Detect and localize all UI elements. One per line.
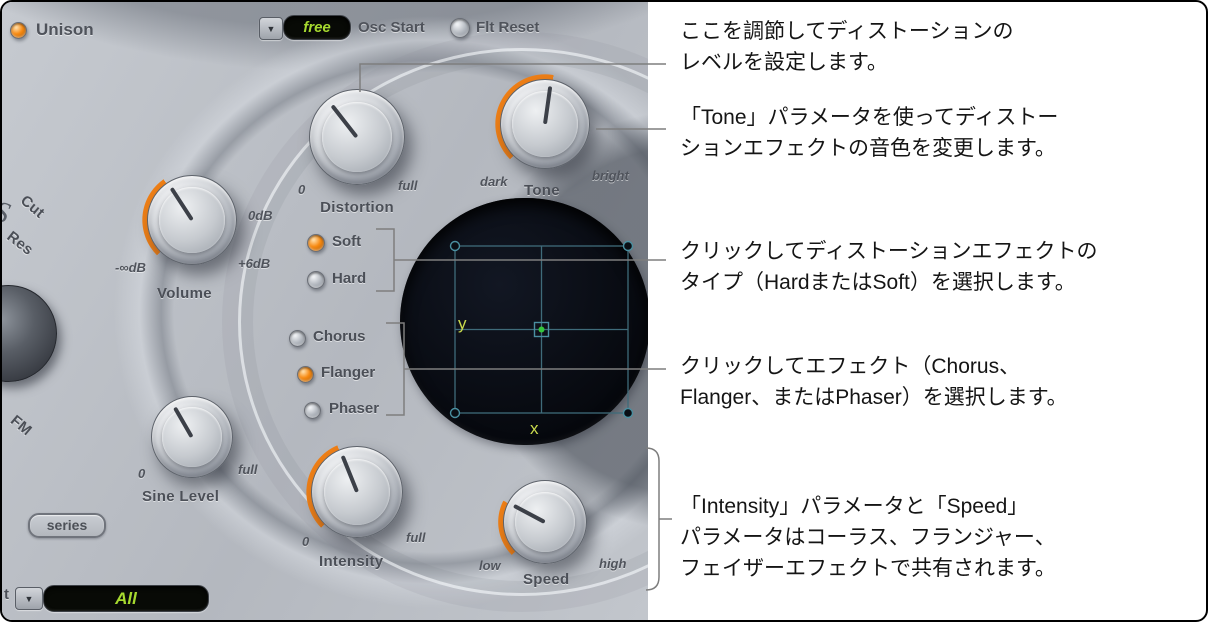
volume-max-label: +6dB — [238, 256, 271, 271]
intensity-knob-body[interactable] — [311, 446, 403, 538]
tone-knob[interactable] — [493, 72, 597, 176]
intensity-min-label: 0 — [302, 534, 310, 549]
distortion-max-label: full — [398, 178, 418, 193]
knob-pointer — [543, 86, 553, 125]
xy-y-axis-label: y — [458, 314, 467, 333]
sine-level-min-label: 0 — [138, 466, 146, 481]
chevron-down-icon: ▼ — [24, 593, 34, 604]
intensity-knob[interactable] — [304, 439, 410, 545]
xy-pad-dot — [538, 326, 545, 333]
sine-level-knob[interactable] — [151, 396, 233, 478]
intensity-max-label: full — [406, 530, 426, 545]
osc-start-display[interactable]: free — [283, 15, 351, 40]
synth-panel: Cut S Res FM t Unison ▼ free Osc Start F… — [2, 2, 648, 620]
distortion-knob[interactable] — [309, 89, 405, 185]
knob-pointer — [330, 103, 359, 139]
hard-radio[interactable] — [307, 271, 325, 289]
osc-start-value: free — [303, 19, 331, 36]
volume-knob[interactable] — [140, 168, 244, 272]
fm-label-partial: FM — [7, 412, 36, 440]
annotation-effect-select: クリックしてエフェクト（Chorus、 Flanger、またはPhaser）を選… — [680, 355, 1068, 409]
callout-brace-intensity-speed — [645, 447, 672, 591]
tone-max-label: bright — [592, 168, 629, 183]
osc-start-label: Osc Start — [358, 19, 425, 36]
sine-level-max-label: full — [238, 462, 258, 477]
flt-reset-label: Flt Reset — [476, 19, 540, 36]
chevron-down-icon: ▼ — [266, 23, 276, 34]
soft-radio[interactable] — [307, 234, 325, 252]
cutoff-label-partial: Cut — [17, 192, 48, 222]
speed-knob[interactable] — [496, 473, 594, 571]
phaser-radio-label: Phaser — [329, 400, 380, 417]
tone-min-label: dark — [480, 174, 508, 189]
script-s-decor: S — [2, 194, 14, 231]
chorus-radio-label: Chorus — [313, 328, 366, 345]
volume-label: Volume — [157, 285, 212, 302]
xy-pad[interactable]: y x — [400, 198, 648, 445]
series-button[interactable]: series — [28, 513, 106, 538]
tone-knob-body[interactable] — [500, 79, 590, 169]
annotation-distortion-type: クリックしてディストーションエフェクトの タイプ（HardまたはSoft）を選択… — [680, 240, 1098, 294]
xy-x-axis-label: x — [530, 419, 539, 438]
distortion-label: Distortion — [320, 199, 394, 216]
knob-pointer — [169, 187, 194, 222]
speed-max-label: high — [599, 556, 627, 571]
intensity-label: Intensity — [319, 553, 384, 570]
res-label-partial: Res — [3, 228, 37, 259]
annotation-tone: 「Tone」パラメータを使ってディストー ションエフェクトの音色を変更します。 — [680, 106, 1059, 160]
distortion-min-label: 0 — [298, 182, 306, 197]
sine-level-label: Sine Level — [142, 488, 220, 505]
volume-min-label: -∞dB — [115, 260, 146, 275]
chorus-radio[interactable] — [289, 330, 306, 347]
knob-pointer — [173, 406, 194, 438]
flanger-radio[interactable] — [297, 366, 314, 383]
distortion-knob-body[interactable] — [309, 89, 405, 185]
preset-dropdown-button[interactable]: ▼ — [15, 587, 43, 610]
tone-label: Tone — [524, 182, 560, 199]
xy-corner-handle[interactable] — [622, 240, 634, 252]
osc-start-dropdown-button[interactable]: ▼ — [259, 17, 283, 40]
volume-knob-body[interactable] — [147, 175, 237, 265]
unison-label: Unison — [36, 20, 94, 39]
xy-corner-handle[interactable] — [622, 407, 634, 419]
xy-corner-handle[interactable] — [449, 407, 461, 419]
knob-pointer — [340, 455, 359, 493]
speed-label: Speed — [523, 571, 570, 588]
flt-reset-button[interactable] — [450, 18, 470, 38]
speed-min-label: low — [479, 558, 501, 573]
knob-pointer — [512, 503, 546, 524]
volume-mid-label: 0dB — [248, 208, 273, 223]
xy-pad-grid: y x — [449, 240, 634, 438]
soft-radio-label: Soft — [332, 233, 362, 250]
annotation-distortion-level: ここを調節してディストーションの レベルを設定します。 — [680, 20, 1014, 74]
bottom-left-label-partial: t — [4, 586, 10, 603]
phaser-radio[interactable] — [304, 402, 321, 419]
unison-led[interactable] — [10, 22, 27, 39]
xy-corner-handle[interactable] — [449, 240, 461, 252]
preset-display[interactable]: All — [43, 585, 209, 612]
sine-level-knob-body[interactable] — [151, 396, 233, 478]
filter-knob-partial[interactable] — [2, 285, 57, 382]
preset-value: All — [115, 589, 137, 608]
series-button-label: series — [46, 517, 88, 533]
annotation-intensity-speed: 「Intensity」パラメータと「Speed」 パラメータはコーラス、フランジ… — [680, 495, 1056, 580]
hard-radio-label: Hard — [332, 270, 367, 287]
flanger-radio-label: Flanger — [321, 364, 376, 381]
speed-knob-body[interactable] — [503, 480, 587, 564]
